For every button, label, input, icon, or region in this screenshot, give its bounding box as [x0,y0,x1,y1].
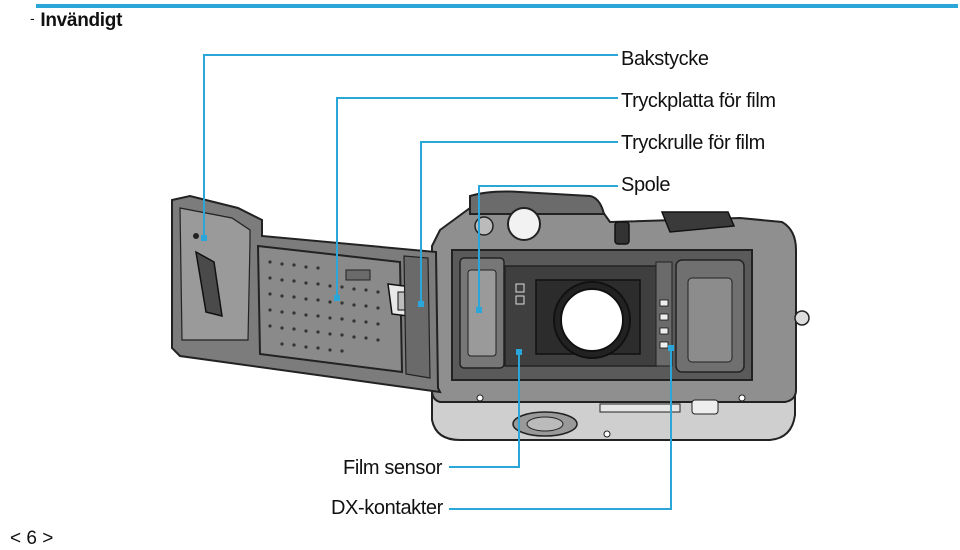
leader-spole [478,185,618,310]
leader-bakstycke [203,54,618,238]
section-title-text: Invändigt [40,10,123,31]
leader-tryckrulle [420,141,618,304]
label-tryckrulle: Tryckrulle för film [621,132,765,154]
label-tryckplatta: Tryckplatta för film [621,90,776,112]
label-film-sensor: Film sensor [343,457,442,479]
header-rule [36,4,958,8]
camera-back-door [171,194,442,394]
label-spole: Spole [621,174,671,196]
leader-dx-kontakter [449,348,672,510]
label-dx-kontakter: DX-kontakter [331,497,443,519]
leader-film-sensor [449,352,520,468]
camera-body [431,190,810,441]
section-title: -Invändigt [30,10,122,32]
page-number: < 6 > [10,528,54,549]
section-bullet: - [30,10,35,26]
label-bakstycke: Bakstycke [621,48,709,70]
leader-endpoints [201,235,674,355]
leader-lines [203,54,672,510]
leader-tryckplatta [336,97,618,298]
